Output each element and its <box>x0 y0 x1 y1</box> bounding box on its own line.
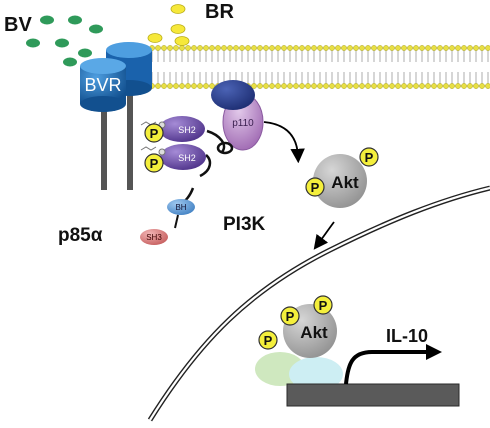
sh2-domain-top: SH2 <box>159 116 205 142</box>
phosphate-label: P <box>311 180 320 195</box>
phosphate-label: P <box>150 126 159 141</box>
sh2-bottom-label: SH2 <box>178 153 196 163</box>
nuclear-envelope <box>147 185 490 422</box>
akt-upper-label: Akt <box>331 173 359 192</box>
phosphate-label: P <box>150 156 159 171</box>
sh2-top-label: SH2 <box>178 125 196 135</box>
phosphate-akt-lower-1: P <box>313 295 333 315</box>
transcription-arrow-head <box>426 344 442 360</box>
transcription-arrow <box>344 350 428 385</box>
br-molecules <box>147 4 190 46</box>
sh2-domain-bottom: SH2 <box>160 144 206 170</box>
arrow-p110-to-akt <box>263 121 305 164</box>
il10-label: IL-10 <box>386 326 429 346</box>
phosphate-akt-lower-2: P <box>280 306 300 326</box>
sh3-domain: SH3 <box>140 229 168 245</box>
phosphate-akt-upper-1: P <box>359 147 379 167</box>
phosphate-label: P <box>365 150 374 165</box>
sh3-label: SH3 <box>146 233 162 242</box>
br-label: BR <box>205 1 234 23</box>
bh-domain: BH <box>167 199 195 215</box>
bh-sh3-linker <box>174 214 179 229</box>
bv-label: BV <box>4 14 32 36</box>
phosphate-label: P <box>319 298 328 313</box>
phosphate-label: P <box>264 333 273 348</box>
phosphate-akt-upper-2: P <box>305 177 325 197</box>
akt-lower-label: Akt <box>300 323 328 342</box>
phosphate-bvr-2: P <box>144 153 164 173</box>
bh-label: BH <box>175 203 186 212</box>
akt-cytoplasmic: Akt <box>313 154 367 208</box>
bv-molecules <box>26 15 131 67</box>
p85-alpha-label: p85α <box>58 225 103 246</box>
phosphate-bvr-1: P <box>144 123 164 143</box>
pi3k-label: PI3K <box>223 214 266 235</box>
dna-promoter <box>286 383 460 407</box>
p110-label: p110 <box>232 118 254 129</box>
cell-membrane <box>149 45 490 89</box>
p110-subunit: p110 <box>211 80 264 151</box>
bvr-label: BVR <box>84 75 121 95</box>
phosphate-label: P <box>286 309 295 324</box>
arrow-akt-to-nucleus <box>313 221 335 250</box>
transcription-factors <box>255 352 343 391</box>
phosphate-akt-lower-3: P <box>258 330 278 350</box>
bvr-receptor: BVR <box>80 42 152 190</box>
